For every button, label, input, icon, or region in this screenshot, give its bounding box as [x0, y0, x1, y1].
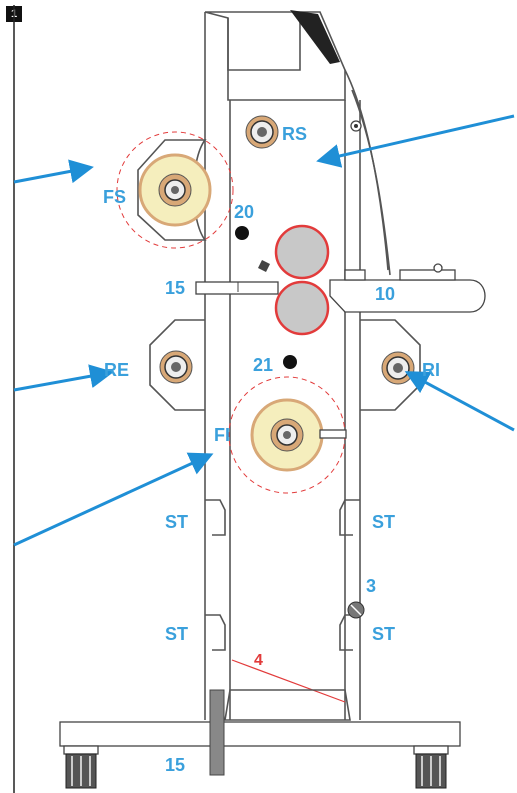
- middle-right-plate: [360, 319, 421, 411]
- upper-main-roller: [274, 224, 330, 280]
- arrow-to-fi: [13, 452, 214, 547]
- label-fs: FS: [103, 187, 126, 207]
- st-clips: [205, 499, 360, 651]
- label-st-right-upper: ST: [372, 512, 395, 532]
- callout-arrows: [13, 114, 515, 547]
- fs-supply-roll: [116, 131, 234, 249]
- feed-table-left: [195, 281, 279, 295]
- fi-supply-roll: [228, 376, 347, 494]
- caster-left: [63, 745, 99, 789]
- arrow-to-ri: [404, 371, 515, 432]
- label-ri: RI: [422, 360, 440, 380]
- cable-4: [231, 659, 346, 703]
- label-st-right-lower: ST: [372, 624, 395, 644]
- label-rs: RS: [282, 124, 307, 144]
- label-st-left-lower: ST: [165, 624, 188, 644]
- re-spindle: [159, 350, 193, 384]
- knob-3: [347, 601, 365, 619]
- middle-left-plate: [149, 319, 205, 411]
- arrow-to-re: [13, 364, 114, 392]
- label-10: 10: [375, 284, 395, 304]
- arrow-to-rs-frame: [316, 114, 515, 168]
- caster-right: [413, 745, 449, 789]
- machine-base: [59, 689, 461, 776]
- label-fi: FI: [214, 425, 230, 445]
- label-4: 4: [254, 652, 263, 669]
- pin-21: [283, 355, 297, 369]
- label-20: 20: [234, 202, 254, 222]
- top-housing: [204, 10, 346, 101]
- pin-20: [235, 226, 249, 240]
- label-st-left-upper: ST: [165, 512, 188, 532]
- label-21: 21: [253, 355, 273, 375]
- arrow-to-fs: [13, 159, 94, 184]
- label-15-top: 15: [165, 278, 185, 298]
- exit-table-right: [329, 263, 486, 313]
- lower-cross-plate: [224, 689, 351, 721]
- label-re: RE: [104, 360, 129, 380]
- rs-bracket: [350, 120, 362, 132]
- lower-main-roller: [274, 280, 330, 336]
- roller-lever: [258, 260, 270, 272]
- rs-spindle: [245, 115, 279, 149]
- label-15-bottom: 15: [165, 755, 185, 775]
- label-3: 3: [366, 576, 376, 596]
- ri-spindle: [381, 351, 415, 385]
